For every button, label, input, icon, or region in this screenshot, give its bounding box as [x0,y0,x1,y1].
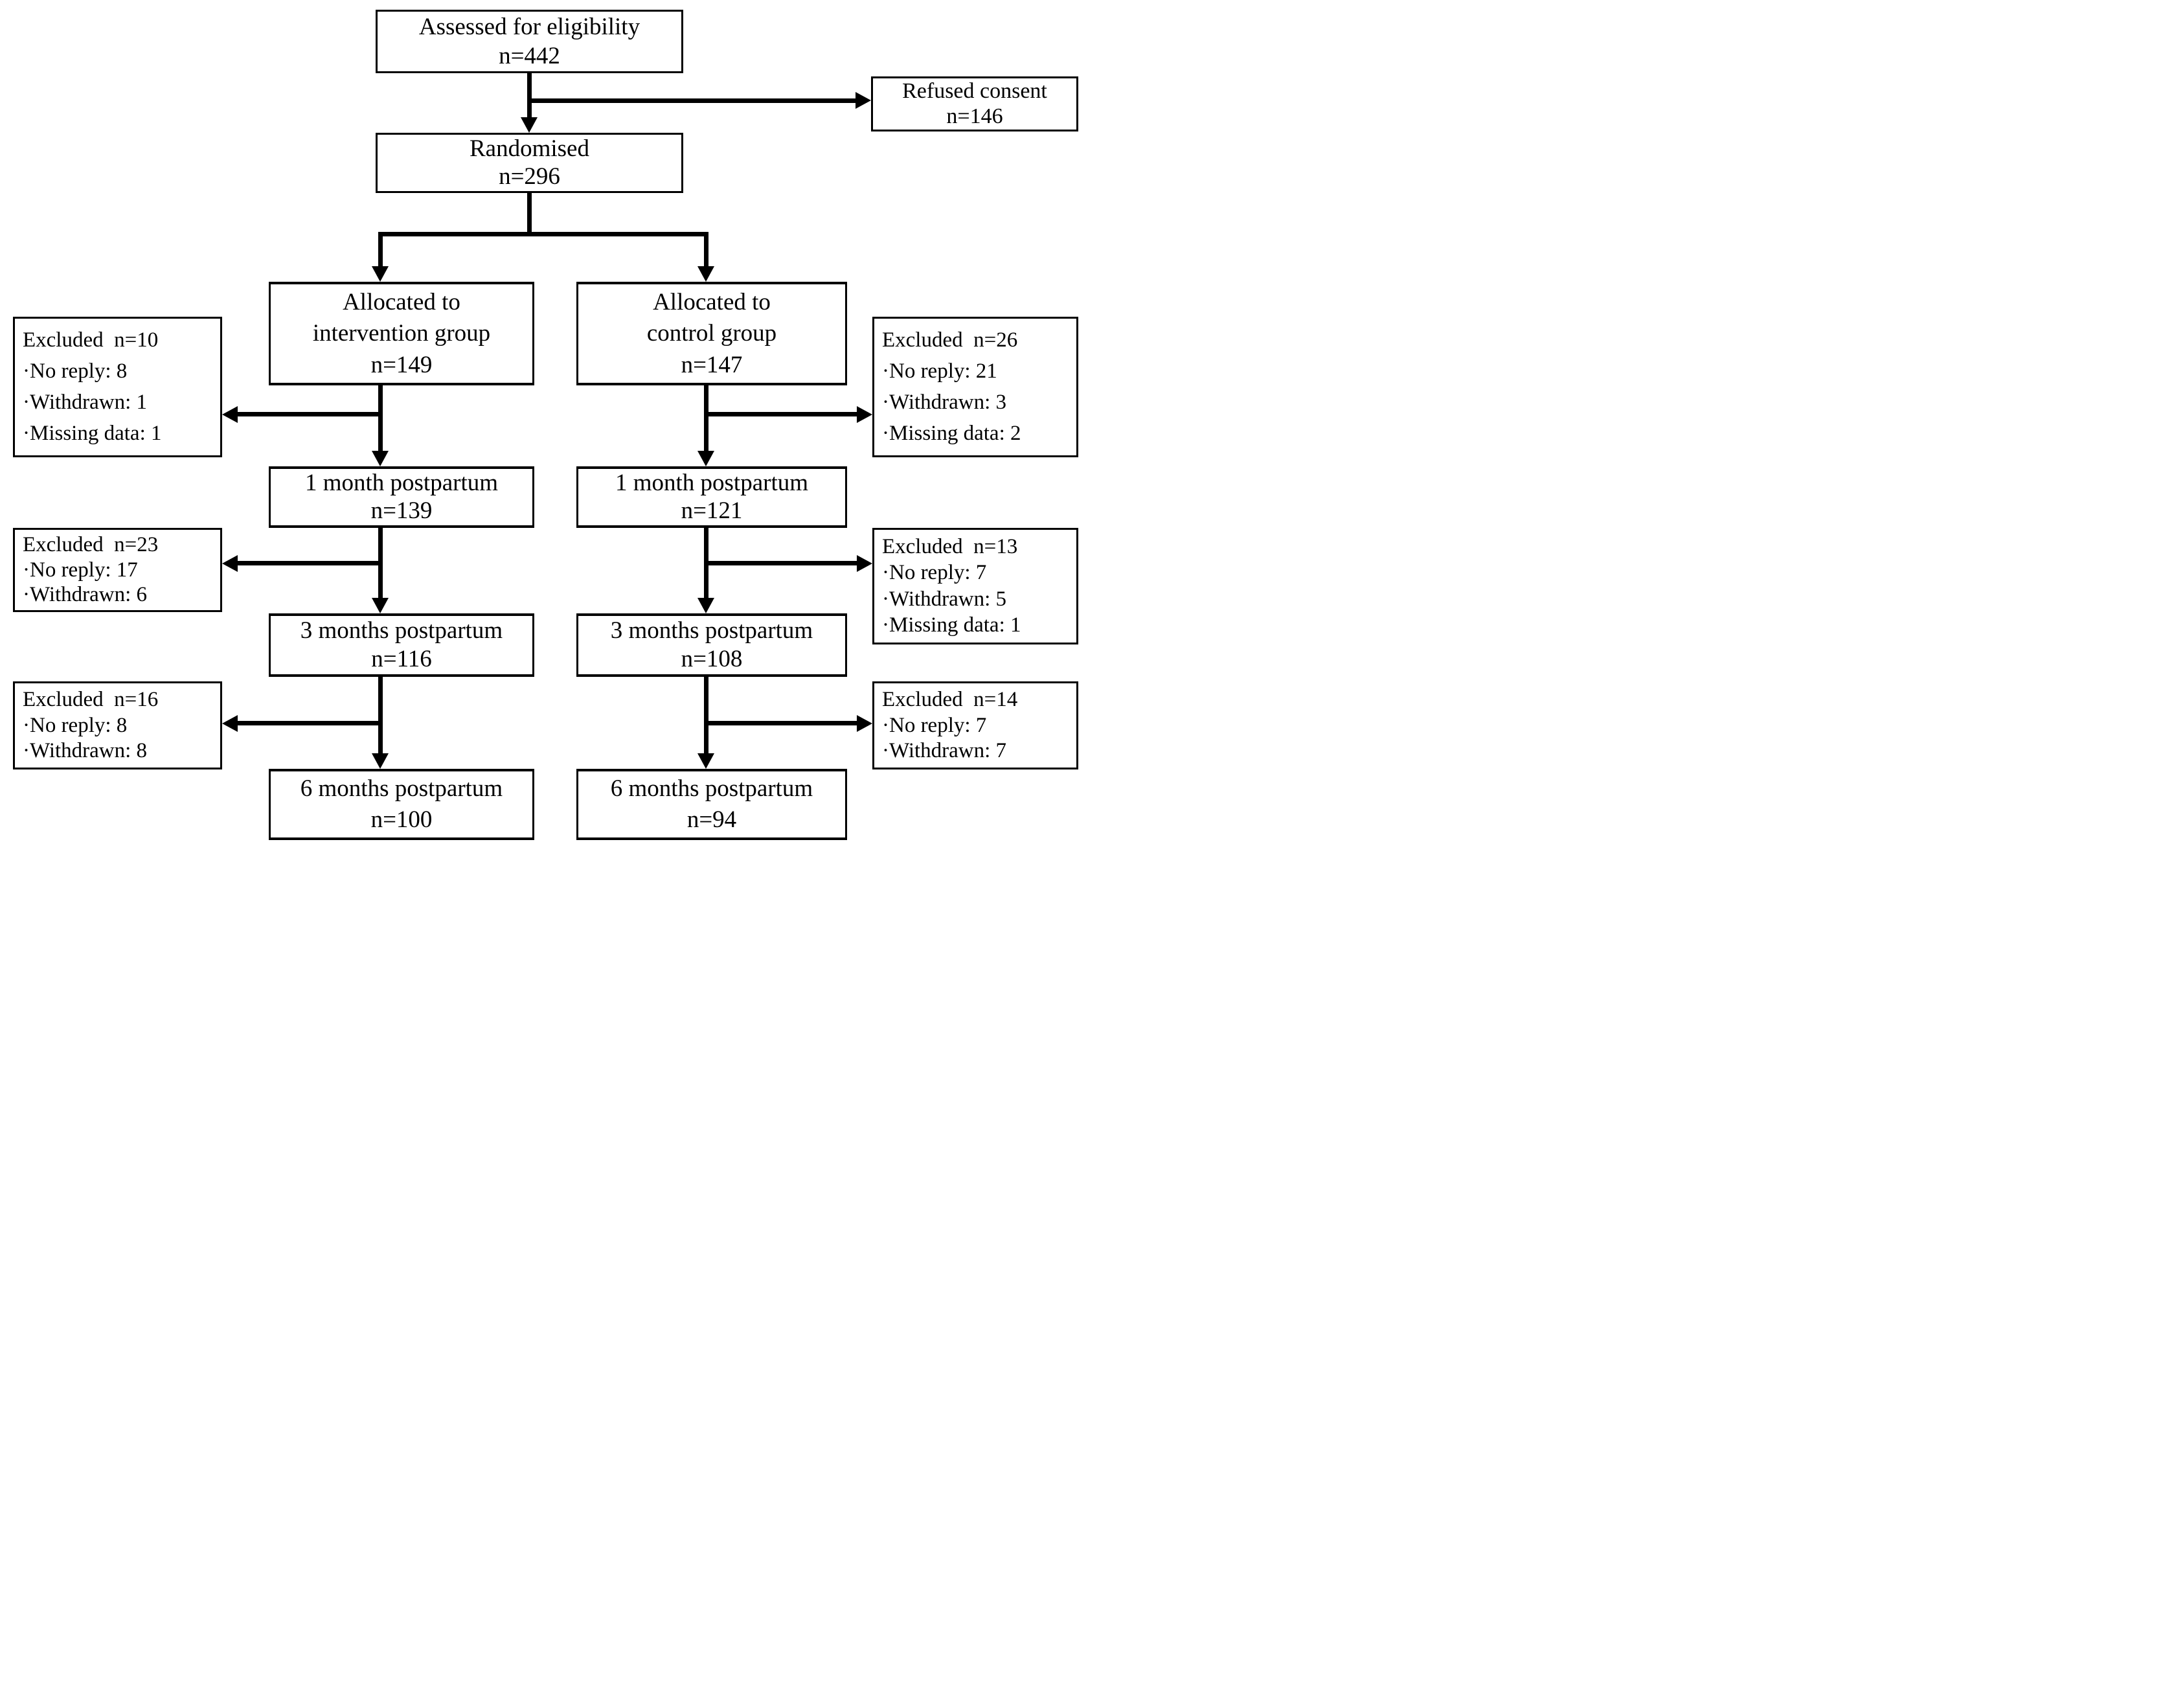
line-branch-excluded-c1 [706,412,858,416]
line-branch-excluded-c2 [706,561,858,565]
box-refused-consent: Refused consent n=146 [871,76,1078,131]
box-n-value: n=149 [370,351,433,378]
excluded-reason: ·Withdrawn: 3 [882,391,1007,414]
box-allocated-intervention: Allocated to intervention group n=149 [269,282,534,385]
excluded-reason: ·No reply: 21 [882,359,997,383]
box-allocated-control: Allocated to control group n=147 [576,282,847,385]
line-split-to-control [704,232,708,266]
line-month3-to-month6-control [704,677,708,753]
box-label: 6 months postpartum [300,775,503,803]
arrowhead-left-excluded-i2 [222,555,238,572]
box-randomised: Randomised n=296 [376,133,683,193]
line-intervention-to-month1 [378,385,383,451]
box-n-value: n=116 [371,646,432,673]
box-n-value: n=146 [946,104,1003,128]
arrowhead-right-excluded-c3 [857,715,872,732]
box-excluded-control-3: Excluded n=14 ·No reply: 7 ·Withdrawn: 7 [872,681,1078,769]
box-label: 3 months postpartum [610,617,813,644]
arrowhead-down-month3-intervention [372,598,389,613]
arrowhead-down-month6-intervention [372,753,389,769]
box-excluded-intervention-1: Excluded n=10 ·No reply: 8 ·Withdrawn: 1… [13,317,222,457]
line-branch-excluded-i2 [236,561,382,565]
box-month3-intervention: 3 months postpartum n=116 [269,613,534,677]
excluded-reason: ·Withdrawn: 1 [23,391,148,414]
box-excluded-control-2: Excluded n=13 ·No reply: 7 ·Withdrawn: 5… [872,528,1078,644]
arrowhead-down-month3-control [697,598,714,613]
arrowhead-right-excluded-c2 [857,555,872,572]
box-label: intervention group [312,320,491,347]
arrowhead-down-month1-intervention [372,451,389,466]
excluded-reason: ·No reply: 8 [23,713,128,737]
excluded-reason: ·No reply: 8 [23,359,128,383]
arrowhead-left-excluded-i1 [222,406,238,423]
excluded-reason: ·Withdrawn: 7 [882,739,1007,763]
box-month3-control: 3 months postpartum n=108 [576,613,847,677]
box-label: Randomised [470,135,589,163]
box-n-value: n=108 [681,646,743,673]
box-label: Allocated to [653,288,771,315]
box-label: Allocated to [343,288,460,315]
box-n-value: n=94 [686,806,737,834]
line-branch-excluded-i1 [236,412,382,416]
box-label: control group [646,320,777,347]
excluded-header: Excluded n=16 [23,687,159,711]
excluded-header: Excluded n=14 [882,687,1018,711]
box-label: 3 months postpartum [300,617,503,644]
arrowhead-down-month6-control [697,753,714,769]
arrowhead-down-control [697,266,714,282]
excluded-header: Excluded n=26 [882,328,1018,352]
box-excluded-intervention-2: Excluded n=23 ·No reply: 17 ·Withdrawn: … [13,528,222,612]
box-n-value: n=100 [370,806,433,834]
excluded-reason: ·No reply: 7 [882,561,987,585]
excluded-reason: ·Withdrawn: 5 [882,587,1007,611]
excluded-reason: ·Missing data: 2 [882,421,1021,445]
box-month6-intervention: 6 months postpartum n=100 [269,769,534,840]
line-branch-excluded-c3 [706,721,858,725]
box-label: 6 months postpartum [610,775,813,803]
box-month1-control: 1 month postpartum n=121 [576,466,847,528]
box-label: 1 month postpartum [304,470,499,497]
box-n-value: n=139 [370,497,433,525]
line-control-to-month1 [704,385,708,451]
box-month1-intervention: 1 month postpartum n=139 [269,466,534,528]
box-label: Refused consent [902,78,1047,103]
line-branch-excluded-i3 [236,721,382,725]
box-n-value: n=296 [499,163,560,190]
excluded-reason: ·No reply: 7 [882,713,987,737]
line-allocation-split [378,232,708,236]
box-n-value: n=121 [681,497,743,525]
box-assessed-eligibility: Assessed for eligibility n=442 [376,10,683,73]
excluded-header: Excluded n=13 [882,534,1018,558]
line-branch-refused-consent [529,98,857,103]
line-split-to-intervention [378,232,383,266]
excluded-reason: ·Missing data: 1 [882,613,1021,637]
line-month3-to-month6-intervention [378,677,383,753]
box-n-value: n=147 [681,351,743,378]
arrowhead-right-refused-consent [856,92,871,109]
arrowhead-left-excluded-i3 [222,715,238,732]
line-assessed-to-randomised [527,73,532,119]
excluded-header: Excluded n=23 [23,533,159,557]
excluded-reason: ·No reply: 17 [23,558,138,582]
box-excluded-control-1: Excluded n=26 ·No reply: 21 ·Withdrawn: … [872,317,1078,457]
excluded-reason: ·Withdrawn: 8 [23,739,148,763]
line-randomised-to-split [527,193,532,234]
arrowhead-down-randomised [521,117,538,133]
arrowhead-right-excluded-c1 [857,406,872,423]
box-n-value: n=442 [499,42,560,69]
excluded-reason: ·Missing data: 1 [23,421,162,445]
box-excluded-intervention-3: Excluded n=16 ·No reply: 8 ·Withdrawn: 8 [13,681,222,769]
box-label: 1 month postpartum [615,470,809,497]
excluded-header: Excluded n=10 [23,328,159,352]
arrowhead-down-intervention [372,266,389,282]
consort-flow-diagram: Assessed for eligibility n=442 Refused c… [0,0,1088,854]
arrowhead-down-month1-control [697,451,714,466]
excluded-reason: ·Withdrawn: 6 [23,582,148,606]
box-month6-control: 6 months postpartum n=94 [576,769,847,840]
box-label: Assessed for eligibility [418,14,640,41]
